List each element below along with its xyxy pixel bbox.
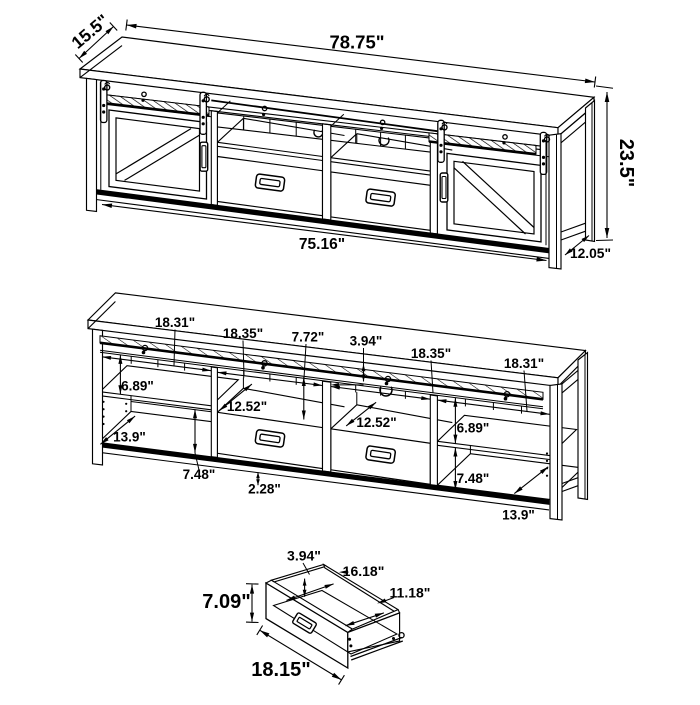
svg-text:18.31": 18.31" <box>155 315 195 330</box>
svg-text:2.28": 2.28" <box>248 482 281 497</box>
svg-text:13.9": 13.9" <box>502 508 535 523</box>
svg-text:13.9": 13.9" <box>113 430 146 445</box>
svg-text:12.52": 12.52" <box>227 399 267 414</box>
svg-text:7.09": 7.09" <box>202 591 250 613</box>
svg-text:6.89": 6.89" <box>457 421 490 436</box>
svg-text:12.05": 12.05" <box>570 246 611 261</box>
svg-text:75.16": 75.16" <box>299 236 345 253</box>
svg-text:12.52": 12.52" <box>356 415 396 430</box>
svg-text:11.18": 11.18" <box>390 585 431 601</box>
svg-text:23.5": 23.5" <box>615 139 637 187</box>
svg-text:18.31": 18.31" <box>504 356 544 371</box>
svg-text:18.35": 18.35" <box>411 346 451 361</box>
svg-text:3.94": 3.94" <box>287 548 321 564</box>
svg-text:78.75": 78.75" <box>329 32 384 53</box>
svg-text:18.35": 18.35" <box>223 326 263 341</box>
svg-text:16.18": 16.18" <box>343 563 385 579</box>
svg-text:7.48": 7.48" <box>457 471 490 486</box>
svg-text:6.89": 6.89" <box>121 379 154 394</box>
svg-text:7.72": 7.72" <box>292 330 325 345</box>
svg-text:3.94": 3.94" <box>350 334 383 349</box>
svg-text:18.15": 18.15" <box>251 659 311 681</box>
